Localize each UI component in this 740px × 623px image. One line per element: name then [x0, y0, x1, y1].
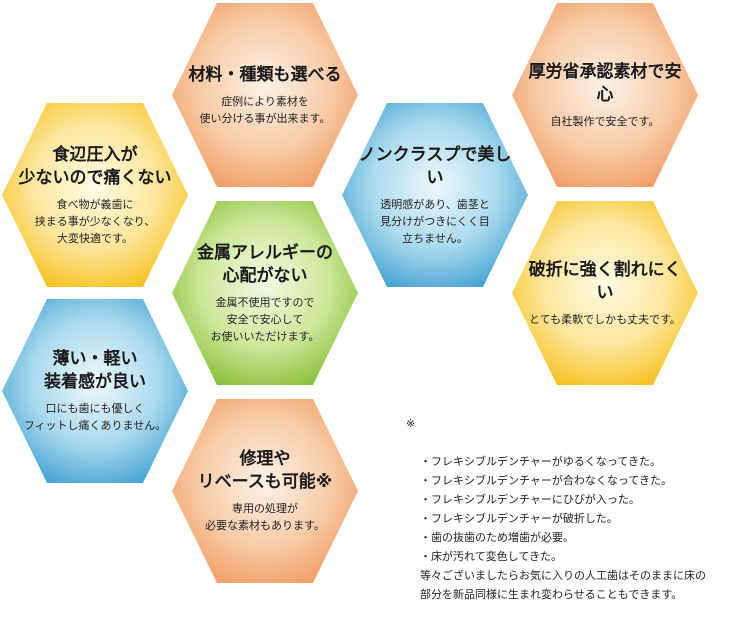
hex-title: 薄い・軽い 装着感が良い — [44, 349, 146, 392]
hex-content: ノンクラスプで美しい 透明感があり、歯茎と 見分けがつきにくく目 立ちません。 — [358, 100, 512, 290]
hex-content: 修理や リベースも可能※ 専用の処理が 必要な素材もあります。 — [188, 396, 342, 586]
hexagon-shape — [512, 201, 698, 385]
hex-desc: 食べ物が義歯に 挟まる事が少なくなり、 大変快適です。 — [34, 197, 156, 245]
hex-content: 食辺圧入が 少ないので痛くない 食べ物が義歯に 挟まる事が少なくなり、 大変快適… — [18, 100, 172, 290]
hex-title: ノンクラスプで美しい — [358, 144, 512, 188]
hex-allergy: 金属アレルギーの 心配がない 金属不使用ですので 安全で安心して お使いいただけ… — [170, 198, 360, 388]
hexagon-shape — [512, 3, 698, 187]
footnote-mark: ※ — [406, 417, 416, 430]
hex-desc: 金属不使用ですので 安全で安心して お使いいただけます。 — [210, 295, 320, 343]
hex-title: 材料・種類も選べる — [188, 64, 342, 85]
hex-title: 食辺圧入が 少ないので痛くない — [18, 144, 172, 188]
hex-desc: 症例により素材を 使い分ける事が出来ます。 — [199, 94, 331, 125]
hexagon-shape — [172, 201, 358, 385]
hex-content: 薄い・軽い 装着感が良い 口にも歯にも優しく フィットし痛くありません。 — [18, 296, 172, 486]
hex-approved: 厚労省承認素材で安心 自社製作で安全です。 — [510, 0, 700, 190]
hex-title: 厚労省承認素材で安心 — [528, 61, 682, 105]
hexagon-shape — [342, 103, 528, 287]
hex-content: 破折に強く割れにくい とても柔軟でしかも丈夫です。 — [528, 198, 682, 388]
hex-desc: 専用の処理が 必要な素材もあります。 — [205, 502, 325, 532]
hex-desc: 透明感があり、歯茎と 見分けがつきにくく目 立ちません。 — [380, 197, 490, 245]
hex-title: 修理や リベースも可能※ — [197, 449, 333, 492]
hexagon-shape — [2, 103, 188, 287]
hex-content: 厚労省承認素材で安心 自社製作で安全です。 — [528, 0, 682, 190]
hex-title: 金属アレルギーの 心配がない — [197, 242, 333, 286]
hex-content: 金属アレルギーの 心配がない 金属不使用ですので 安全で安心して お使いいただけ… — [188, 198, 342, 388]
hex-desc: 自社製作で安全です。 — [550, 114, 660, 128]
hex-materials: 材料・種類も選べる 症例により素材を 使い分ける事が出来ます。 — [170, 0, 360, 190]
hex-repair: 修理や リベースも可能※ 専用の処理が 必要な素材もあります。 — [170, 396, 360, 586]
footnote: ※ ・フレキシブルデンチャーがゆるくなってきた。 ・フレキシブルデンチャーが合わ… — [406, 414, 706, 623]
hex-desc: とても柔軟でしかも丈夫です。 — [528, 312, 682, 326]
hex-title: 破折に強く割れにくい — [528, 259, 682, 303]
hexagon-shape — [172, 399, 358, 583]
hexagon-shape — [2, 299, 188, 483]
hex-pressure: 食辺圧入が 少ないので痛くない 食べ物が義歯に 挟まる事が少なくなり、 大変快適… — [0, 100, 190, 290]
footnote-text: ・フレキシブルデンチャーがゆるくなってきた。 ・フレキシブルデンチャーが合わなく… — [420, 455, 706, 601]
hex-desc: 口にも歯にも優しく フィットし痛くありません。 — [23, 402, 167, 432]
hex-nonclasp: ノンクラスプで美しい 透明感があり、歯茎と 見分けがつきにくく目 立ちません。 — [340, 100, 530, 290]
hexagon-shape — [172, 3, 358, 187]
hex-content: 材料・種類も選べる 症例により素材を 使い分ける事が出来ます。 — [188, 0, 342, 190]
hex-thin: 薄い・軽い 装着感が良い 口にも歯にも優しく フィットし痛くありません。 — [0, 296, 190, 486]
hex-fracture: 破折に強く割れにくい とても柔軟でしかも丈夫です。 — [510, 198, 700, 388]
